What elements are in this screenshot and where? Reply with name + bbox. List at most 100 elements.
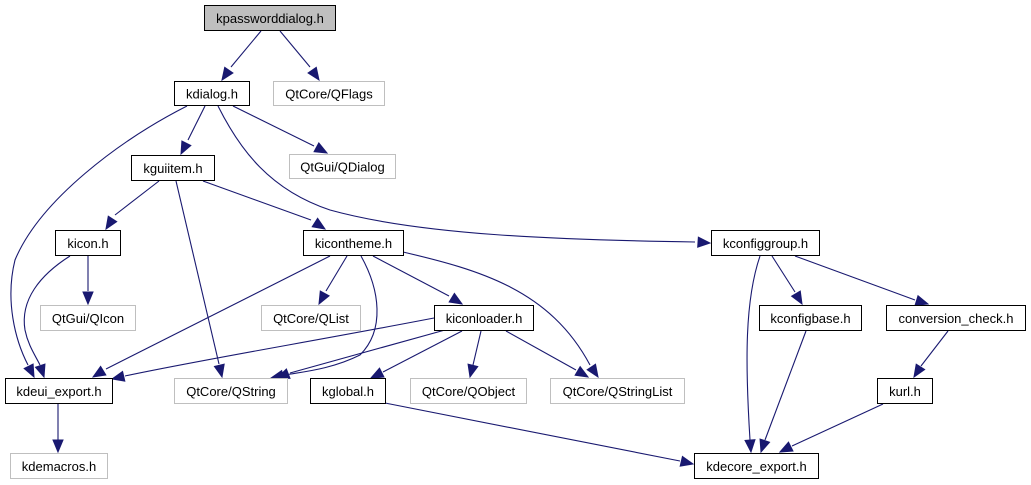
node-box	[877, 378, 933, 404]
edge-line	[794, 255, 916, 301]
edge-kconfiggroup-to-kdecore_export	[744, 255, 761, 454]
edge-line	[384, 402, 681, 462]
arrowhead-icon	[586, 363, 599, 379]
node-label: kconfiggroup.h	[723, 236, 808, 251]
arrowhead-icon	[307, 66, 320, 82]
node-qobject[interactable]: QtCore/QObject	[410, 378, 527, 404]
node-qstringlist[interactable]: QtCore/QStringList	[550, 378, 685, 404]
node-label: kurl.h	[889, 384, 921, 399]
node-qicon[interactable]: QtGui/QIcon	[40, 305, 136, 331]
edge-line	[114, 180, 160, 216]
node-box	[303, 230, 404, 256]
arrowhead-icon	[213, 363, 225, 379]
node-kconfigbase[interactable]: kconfigbase.h	[759, 305, 862, 331]
node-qdialog[interactable]: QtGui/QDialog	[289, 154, 396, 179]
arrowhead-icon	[759, 438, 771, 454]
edge-line	[472, 330, 482, 366]
edge-conversion_check-to-kurl	[913, 330, 949, 379]
node-qflags[interactable]: QtCore/QFlags	[273, 81, 385, 106]
edge-kicontheme-to-qlist	[318, 255, 348, 306]
node-label: kglobal.h	[322, 384, 374, 399]
arrowhead-icon	[105, 215, 118, 231]
arrowhead-icon	[313, 142, 329, 154]
edge-kguiitem-to-kicontheme	[202, 180, 327, 230]
edge-kguiitem-to-kicon	[105, 180, 160, 231]
node-label: kdialog.h	[186, 87, 238, 102]
edge-kicon-to-kdeui_export	[23, 255, 71, 379]
arrowhead-icon	[697, 236, 712, 248]
node-box	[5, 378, 113, 404]
arrowhead-icon	[790, 290, 803, 306]
node-box	[261, 305, 361, 331]
edge-line	[217, 105, 696, 243]
node-kicontheme[interactable]: kicontheme.h	[303, 230, 404, 256]
edge-line	[187, 105, 206, 141]
arrowhead-icon	[679, 455, 695, 467]
edge-line	[402, 251, 591, 366]
node-box	[310, 378, 386, 404]
edge-line	[230, 30, 262, 68]
edge-kconfigbase-to-kdecore_export	[759, 330, 807, 454]
edge-line	[372, 255, 450, 297]
node-kguiitem[interactable]: kguiitem.h	[131, 155, 215, 181]
node-kicon[interactable]: kicon.h	[55, 230, 121, 256]
node-label: kconfigbase.h	[770, 311, 850, 326]
node-kiconloader[interactable]: kiconloader.h	[434, 305, 534, 331]
node-kdemacros[interactable]: kdemacros.h	[10, 453, 108, 479]
edges-layer	[10, 30, 949, 467]
node-box	[711, 230, 820, 256]
node-kdialog[interactable]: kdialog.h	[174, 81, 250, 106]
node-label: kdeui_export.h	[16, 384, 101, 399]
node-kglobal[interactable]: kglobal.h	[310, 378, 386, 404]
edge-line	[105, 255, 331, 370]
node-box	[759, 305, 862, 331]
arrowhead-icon	[318, 290, 330, 306]
edge-line	[279, 30, 311, 68]
node-box	[410, 378, 527, 404]
edge-line	[771, 255, 796, 293]
node-box	[204, 5, 336, 31]
edge-kdialog-to-kdeui_export	[10, 105, 188, 379]
arrowhead-icon	[369, 367, 385, 379]
node-label: QtCore/QFlags	[285, 87, 373, 102]
node-box	[131, 155, 215, 181]
arrowhead-icon	[23, 363, 35, 379]
node-label: kicon.h	[67, 236, 108, 251]
node-label: QtCore/QStringList	[563, 384, 673, 399]
arrowhead-icon	[110, 370, 126, 382]
edge-kdialog-to-kguiitem	[180, 105, 206, 156]
edge-line	[325, 255, 348, 292]
arrowhead-icon	[91, 365, 107, 378]
node-box	[174, 378, 288, 404]
node-kconfiggroup[interactable]: kconfiggroup.h	[711, 230, 820, 256]
edge-line	[202, 180, 312, 221]
node-label: QtGui/QIcon	[52, 311, 124, 326]
node-conversion-check[interactable]: conversion_check.h	[886, 305, 1026, 331]
arrowhead-icon	[52, 439, 64, 454]
edge-line	[175, 180, 220, 365]
node-kpassworddialog[interactable]: kpassworddialog.h	[204, 5, 336, 31]
node-label: kicontheme.h	[315, 236, 392, 251]
edge-kconfiggroup-to-conversion_check	[794, 255, 930, 306]
node-kdeui-export[interactable]: kdeui_export.h	[5, 378, 113, 404]
node-kdecore-export[interactable]: kdecore_export.h	[694, 453, 819, 479]
edge-line	[746, 255, 761, 441]
edge-line	[764, 330, 807, 441]
edge-kicontheme-to-kdeui_export	[91, 255, 331, 378]
arrowhead-icon	[574, 365, 590, 378]
edge-kiconloader-to-qstringlist	[505, 330, 590, 378]
edge-line	[920, 330, 949, 367]
node-box	[174, 81, 250, 106]
node-qstring[interactable]: QtCore/QString	[174, 378, 288, 404]
node-label: kiconloader.h	[446, 311, 523, 326]
node-qlist[interactable]: QtCore/QList	[261, 305, 361, 331]
edge-line	[10, 105, 188, 366]
edge-kpassworddialog-to-qflags	[279, 30, 320, 82]
edge-line	[23, 255, 71, 366]
node-label: kdemacros.h	[22, 459, 96, 474]
edge-kiconloader-to-kglobal	[369, 330, 463, 379]
nodes-layer: kpassworddialog.h kdialog.h QtCore/QFlags k…	[5, 5, 1026, 479]
node-kurl[interactable]: kurl.h	[877, 378, 933, 404]
node-label: kguiitem.h	[143, 161, 202, 176]
arrowhead-icon	[82, 291, 94, 306]
